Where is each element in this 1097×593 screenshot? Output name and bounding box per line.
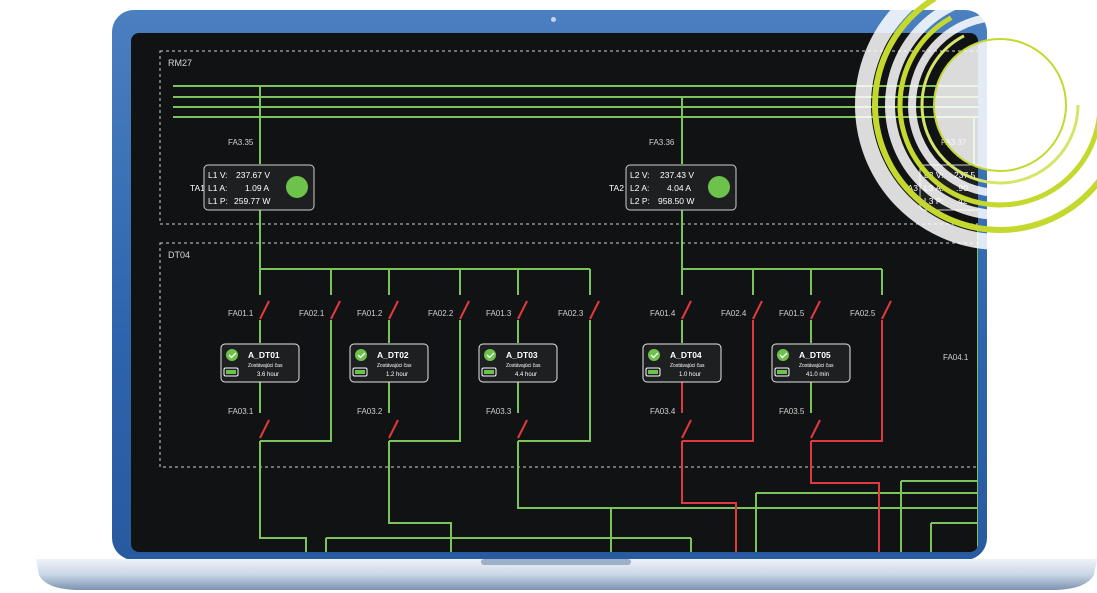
meter-ta2[interactable]: TA2 L2 V: 237.43 V L2 A: 4.04 A L2 P: 95… (609, 164, 737, 211)
status-light-icon (708, 176, 730, 198)
device-name: A_DT02 (377, 350, 409, 360)
panel-rm27-label: RM27 (168, 58, 192, 68)
device-sub: Zostávajúci čas (506, 363, 541, 369)
battery-icon (774, 367, 790, 377)
meter-ta1-key-3: L1 P: (208, 196, 228, 206)
device-card-a-dt02[interactable]: A_DT02 Zostávajúci čas 1.2 hour (349, 343, 429, 383)
device-value: 41.0 min (806, 372, 829, 378)
device-name: A_DT05 (799, 350, 831, 360)
meter-ta2-id: TA2 (609, 183, 624, 193)
laptop-base (36, 559, 1097, 590)
switch-label-fa03-5: FA03.5 (779, 407, 805, 416)
switch-label-fa03-1: FA03.1 (228, 407, 254, 416)
meter-ta1-val-3: 259.77 W (234, 196, 270, 206)
switch-label-fa02-1: FA02.1 (299, 309, 325, 318)
panel-rm27-frame (159, 50, 978, 225)
device-sub: Zostávajúci čas (670, 363, 705, 369)
panel-dt04-label: DT04 (168, 250, 190, 260)
switch-label-fa02-5: FA02.5 (850, 309, 876, 318)
battery-icon (352, 367, 368, 377)
meter-ta1-key-1: L1 V: (208, 170, 228, 180)
de-energized-wiring (681, 320, 883, 552)
device-name: A_DT04 (670, 350, 702, 360)
meter-ta2-val-3: 958.50 W (658, 196, 694, 206)
switch-label-fa01-3: FA01.3 (486, 309, 512, 318)
meter-ta1-id: TA1 (190, 183, 205, 193)
feeder-label-1: FA3.35 (228, 138, 254, 147)
busbars (173, 85, 978, 118)
distribution-wiring (259, 225, 978, 552)
meter-ta1-key-2: L1 A: (208, 183, 227, 193)
device-value: 1.2 hour (386, 372, 408, 378)
device-sub: Zostávajúci čas (377, 363, 412, 369)
feeder-label-3: FA3.37 (941, 138, 967, 147)
meter-ta3-val-2: .90 (956, 183, 968, 193)
check-icon (484, 349, 496, 361)
device-sub: Zostávajúci čas (248, 363, 283, 369)
feeder-label-2: FA3.36 (649, 138, 675, 147)
meter-ta3-key-2: L3 A: (924, 183, 943, 193)
meter-ta1-val-2: 1.09 A (245, 183, 269, 193)
switch-label-fa01-5: FA01.5 (779, 309, 805, 318)
meter-ta3-id: TA3 (903, 183, 918, 193)
device-name: A_DT01 (248, 350, 280, 360)
device-sub: Zostávajúci čas (799, 363, 834, 369)
meter-ta3-val-1: 237.5 (954, 170, 976, 180)
scada-diagram: RM27 FA3.35 FA3.36 FA3.37 TA1 L1 V: 237.… (159, 50, 978, 552)
switch-label-fa03-3: FA03.3 (486, 407, 512, 416)
battery-icon (223, 367, 239, 377)
switch-label-fa01-1: FA01.1 (228, 309, 254, 318)
webcam-icon (551, 17, 556, 22)
check-icon (226, 349, 238, 361)
device-value: 1.0 hour (679, 372, 701, 378)
device-value: 3.6 hour (257, 372, 279, 378)
device-name: A_DT03 (506, 350, 538, 360)
switch-label-fa03-4: FA03.4 (650, 407, 676, 416)
switch-label-fa01-4: FA01.4 (650, 309, 676, 318)
meter-ta3[interactable]: TA3 L3 V: 237.5 L3 A: .90 L3 P: 42 (903, 164, 978, 211)
device-value: 4.4 hour (515, 372, 537, 378)
switch-contacts-bottom (259, 419, 821, 439)
meter-ta2-val-2: 4.04 A (667, 183, 691, 193)
device-card-a-dt03[interactable]: A_DT03 Zostávajúci čas 4.4 hour (478, 343, 558, 383)
meter-ta1-val-1: 237.67 V (236, 170, 270, 180)
panel-dt04-frame (159, 242, 978, 468)
switch-label-fa02-3: FA02.3 (558, 309, 584, 318)
meter-ta3-key-1: L3 V: (924, 170, 944, 180)
check-icon (355, 349, 367, 361)
meter-ta2-key-3: L2 P: (630, 196, 650, 206)
device-card-a-dt05[interactable]: A_DT05 Zostávajúci čas 41.0 min (771, 343, 851, 383)
battery-icon (481, 367, 497, 377)
meter-ta3-val-3: 42 (958, 196, 968, 206)
switch-label-fa01-2: FA01.2 (357, 309, 383, 318)
meter-ta2-key-1: L2 V: (630, 170, 650, 180)
meter-ta1[interactable]: TA1 L1 V: 237.67 V L1 A: 1.09 A L1 P: 25… (190, 164, 315, 211)
meter-ta2-key-2: L2 A: (630, 183, 649, 193)
check-icon (648, 349, 660, 361)
meter-ta3-key-3: L3 P: (924, 196, 944, 206)
device-card-a-dt01[interactable]: A_DT01 Zostávajúci čas 3.6 hour (220, 343, 300, 383)
meter-ta2-val-1: 237.43 V (660, 170, 694, 180)
switch-label-fa02-2: FA02.2 (428, 309, 454, 318)
check-icon (777, 349, 789, 361)
switch-contacts-top (259, 300, 892, 320)
device-card-a-dt04[interactable]: A_DT04 Zostávajúci čas 1.0 hour (642, 343, 722, 383)
feeder-lines (259, 86, 975, 269)
switch-label-fa02-4: FA02.4 (721, 309, 747, 318)
laptop-screen: RM27 FA3.35 FA3.36 FA3.37 TA1 L1 V: 237.… (131, 33, 978, 552)
battery-icon (645, 367, 661, 377)
switch-label-fa03-2: FA03.2 (357, 407, 383, 416)
status-light-icon (286, 176, 308, 198)
switch-label-fa04-1: FA04.1 (943, 353, 969, 362)
